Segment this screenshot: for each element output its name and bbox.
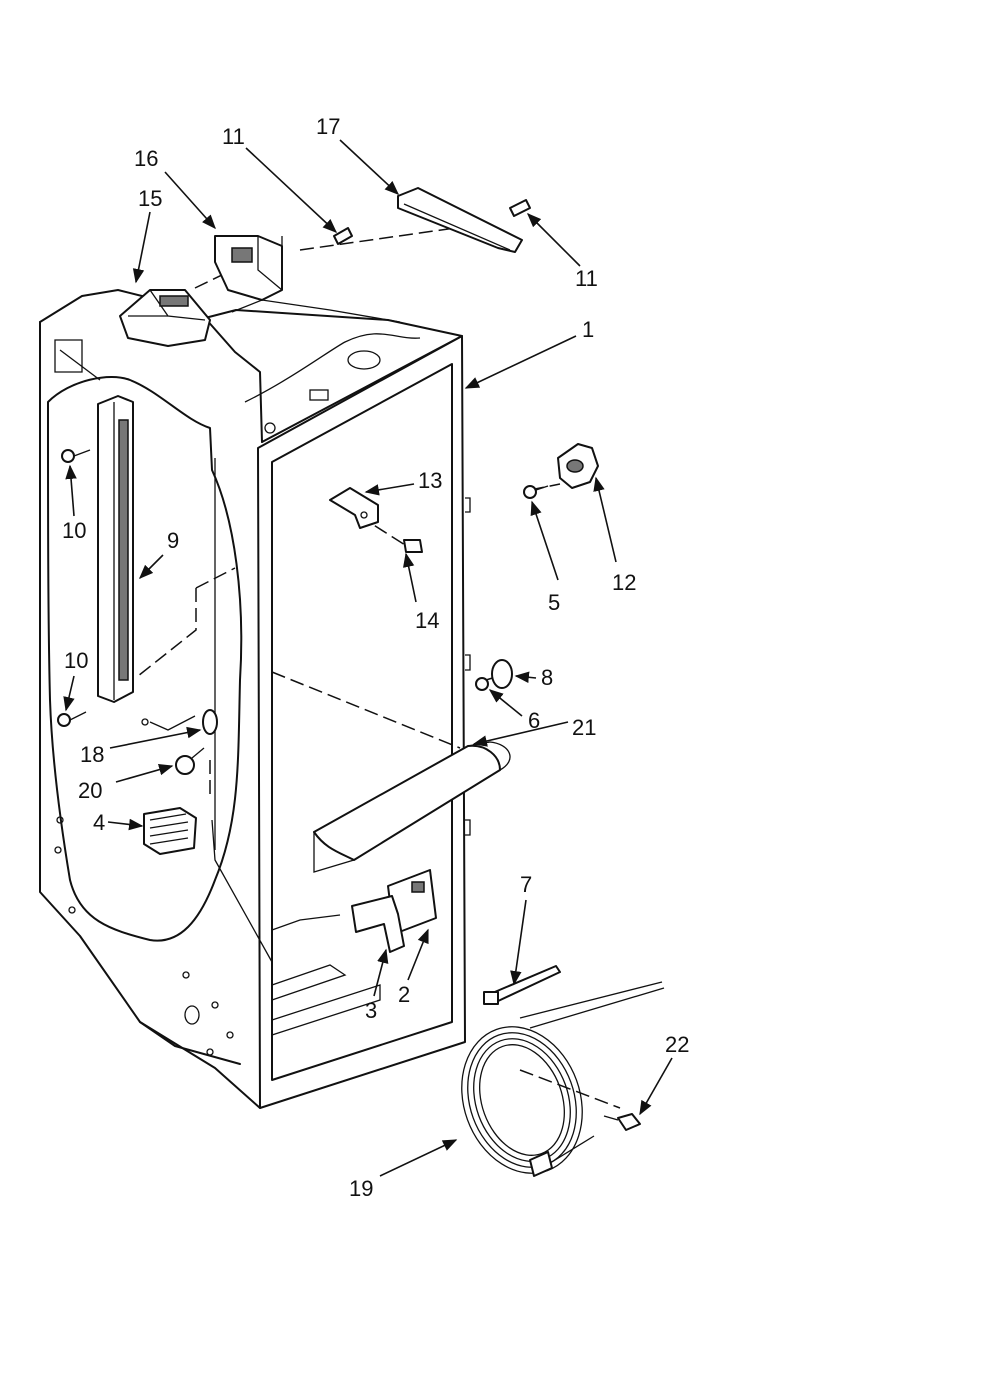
part-11-screw-top	[333, 227, 353, 245]
callout-10-top: 10	[62, 518, 86, 543]
callout-labels: 17 11 16 15 11 1 13 10 9 12 5 14 10 8 6 …	[62, 114, 689, 1201]
cabinet-liner	[39, 289, 471, 1109]
callout-15: 15	[138, 186, 162, 211]
callout-20: 20	[78, 778, 102, 803]
callout-leaders	[63, 139, 673, 1177]
part-7-cable-tie	[483, 965, 561, 1005]
callout-17: 17	[316, 114, 340, 139]
part-6-screw	[475, 677, 489, 691]
callout-13: 13	[418, 468, 442, 493]
callout-2: 2	[398, 982, 410, 1007]
callout-4: 4	[93, 810, 105, 835]
part-3-bracket	[351, 895, 405, 953]
assembly-guide-lines	[137, 227, 621, 1109]
callout-7: 7	[520, 872, 532, 897]
part-19-water-tube-coil	[461, 981, 665, 1177]
callout-3: 3	[365, 998, 377, 1023]
part-4-vent	[143, 807, 197, 855]
callout-22: 22	[665, 1032, 689, 1057]
callout-21: 21	[572, 715, 596, 740]
part-5-screw	[523, 485, 549, 499]
part-16-bracket	[214, 235, 283, 301]
callout-8: 8	[541, 665, 553, 690]
part-11-screw-right	[509, 199, 531, 217]
callout-12: 12	[612, 570, 636, 595]
callout-5: 5	[548, 590, 560, 615]
part-10-screw-bottom	[57, 711, 87, 727]
callout-9: 9	[167, 528, 179, 553]
callout-19: 19	[349, 1176, 373, 1201]
part-9-shelf-ladder	[97, 395, 134, 703]
part-14-screw	[403, 539, 423, 553]
callout-6: 6	[528, 708, 540, 733]
part-21-cover	[313, 741, 511, 873]
part-13-bracket	[329, 487, 379, 529]
callout-1: 1	[582, 317, 594, 342]
callout-11-right: 11	[575, 266, 598, 291]
part-10-screw-top	[61, 449, 91, 463]
callout-11-top: 11	[222, 124, 245, 149]
callout-14: 14	[415, 608, 439, 633]
part-18-light-socket	[141, 709, 218, 735]
part-17-channel	[397, 187, 523, 253]
part-20-light-bulb	[175, 747, 205, 775]
callout-18: 18	[80, 742, 104, 767]
part-22-screw	[603, 1113, 641, 1131]
callout-16: 16	[134, 146, 158, 171]
part-8-bumper	[491, 659, 513, 689]
callout-10-bottom: 10	[64, 648, 88, 673]
part-12-hinge-cover	[557, 443, 599, 489]
part-15-control-housing	[119, 289, 211, 347]
